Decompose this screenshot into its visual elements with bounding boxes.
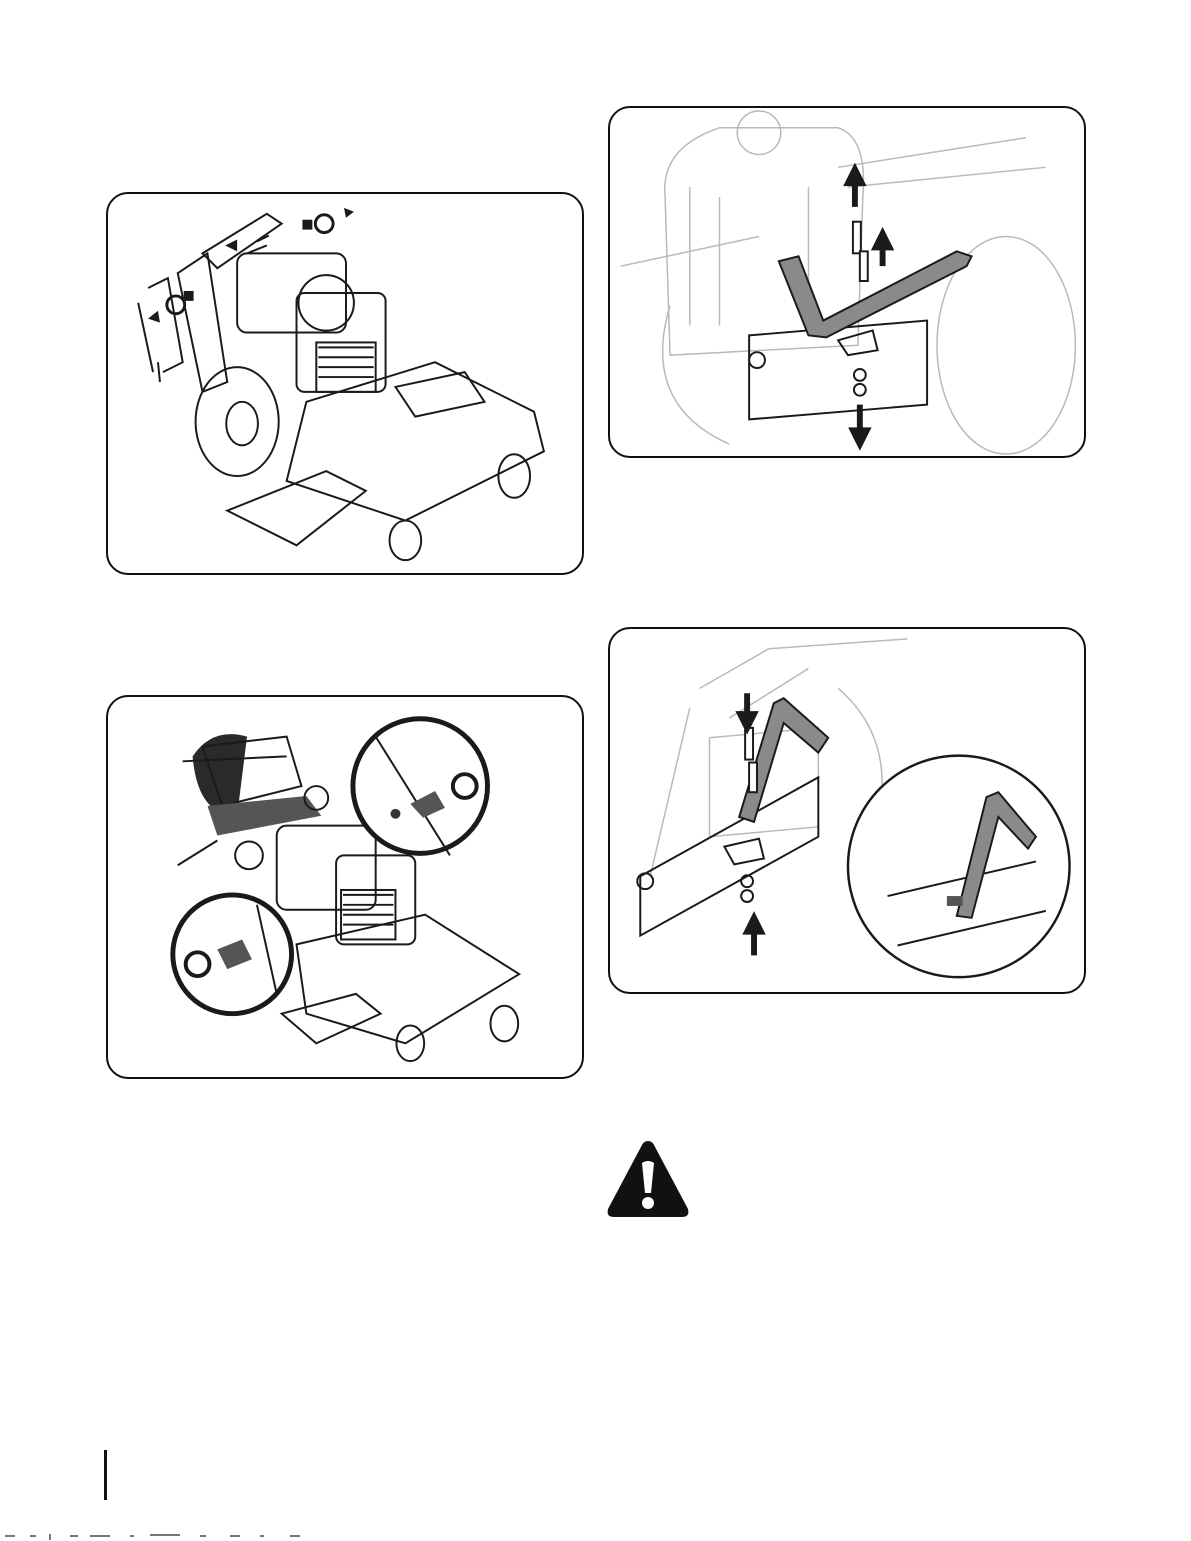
figure-handle-fold (106, 695, 584, 1079)
arrow-icon (344, 208, 354, 218)
arrow-icon (225, 240, 237, 252)
figure-bracket-removal (608, 106, 1086, 458)
bracket-removal-illustration (610, 108, 1084, 456)
margin-rule (104, 1450, 107, 1500)
arrow-icon (148, 311, 160, 323)
warning-triangle-icon (606, 1137, 690, 1221)
bracket-installation-illustration (610, 629, 1084, 992)
rotate-arrow-icon (315, 215, 333, 233)
handle-fold-illustration (108, 697, 582, 1077)
mower-illustration (108, 194, 582, 573)
footer-marks (0, 1530, 330, 1541)
arrow-icon (848, 169, 862, 207)
figure-mower-overview (106, 192, 584, 575)
rotate-arrow-icon (167, 296, 185, 314)
arrow-icon (747, 918, 761, 956)
arrow-icon (876, 234, 890, 267)
figure-bracket-installation (608, 627, 1086, 994)
